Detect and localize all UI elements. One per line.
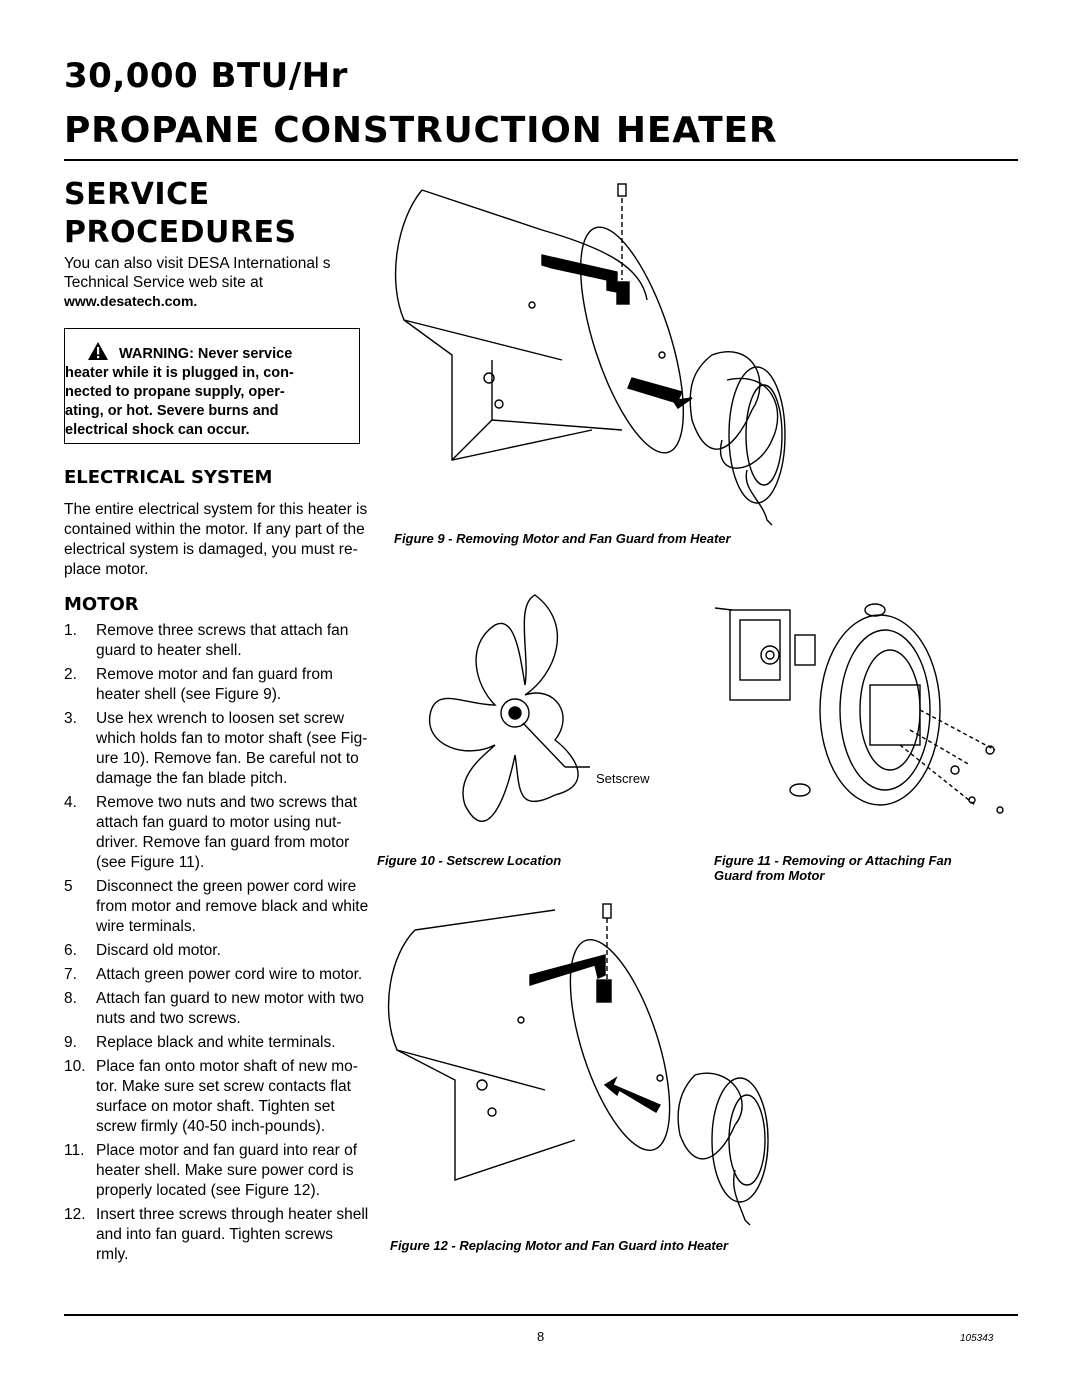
step-text-line: screw firmly (40-50 inch-pounds). bbox=[96, 1118, 326, 1135]
step-text-line: Discard old motor. bbox=[96, 942, 221, 959]
step-number: 8. bbox=[64, 990, 77, 1007]
electrical-system-heading: ELECTRICAL SYSTEM bbox=[64, 467, 273, 488]
figure-11-illustration bbox=[714, 603, 1004, 814]
step-text-line: Insert three screws through heater shell bbox=[96, 1206, 369, 1223]
motor-step: 2. Remove motor and fan guard from heater … bbox=[64, 665, 400, 705]
warning-line5: electrical shock can occur. bbox=[65, 422, 250, 438]
footer-rule bbox=[64, 1314, 1018, 1316]
step-text-line: guard to heater shell. bbox=[96, 642, 242, 659]
motor-step: 8. Attach fan guard to new motor with two… bbox=[64, 989, 400, 1029]
step-number: 12. bbox=[64, 1206, 86, 1223]
step-number: 9. bbox=[64, 1034, 77, 1051]
motor-step: 9. Replace black and white terminals. bbox=[64, 1033, 400, 1053]
step-text-line: from motor and remove black and white bbox=[96, 898, 369, 915]
figure-9-caption: Figure 9 - Removing Motor and Fan Guard … bbox=[394, 531, 731, 546]
page-number: 8 bbox=[537, 1329, 545, 1344]
electrical-line4: place motor. bbox=[64, 561, 149, 578]
section-title-line2: PROCEDURES bbox=[64, 215, 297, 250]
step-text-line: which holds fan to motor shaft (see Fig- bbox=[96, 730, 368, 747]
figure-11-caption: Figure 11 - Removing or Attaching Fan Gu… bbox=[714, 853, 1019, 883]
step-text-line: rmly. bbox=[96, 1246, 129, 1263]
step-text-line: wire terminals. bbox=[96, 918, 196, 935]
figure-12-caption: Figure 12 - Replacing Motor and Fan Guar… bbox=[390, 1238, 729, 1253]
section-title-line1: SERVICE bbox=[64, 177, 210, 212]
step-text-line: damage the fan blade pitch. bbox=[96, 770, 288, 787]
motor-steps-list: 1. Remove three screws that attach fan gua… bbox=[64, 621, 400, 1269]
step-text-line: Disconnect the green power cord wire bbox=[96, 878, 357, 895]
warning-line3: nected to propane supply, oper- bbox=[65, 384, 285, 400]
warning-triangle-icon bbox=[87, 341, 109, 361]
figure-12-illustration bbox=[387, 903, 769, 1226]
motor-step: 12. Insert three screws through heater sh… bbox=[64, 1205, 400, 1265]
step-number: 3. bbox=[64, 710, 77, 727]
step-text-line: and into fan guard. Tighten screws bbox=[96, 1226, 333, 1243]
figure-11-caption-line1: Figure 11 - Removing or Attaching Fan bbox=[714, 853, 952, 868]
step-text-line: Attach green power cord wire to motor. bbox=[96, 966, 363, 983]
motor-step: 5 Disconnect the green power cord wire fro… bbox=[64, 877, 400, 937]
warning-box: WARNING: Never service heater while it i… bbox=[64, 328, 360, 444]
intro-paragraph: You can also visit DESA International s … bbox=[64, 254, 394, 311]
step-text-line: (see Figure 11). bbox=[96, 854, 205, 871]
step-number: 6. bbox=[64, 942, 77, 959]
step-text-line: ure 10). Remove fan. Be careful not to bbox=[96, 750, 359, 767]
figure-11-caption-line2: Guard from Motor bbox=[714, 868, 825, 883]
warning-line2: heater while it is plugged in, con- bbox=[65, 365, 294, 381]
document-title-line1: 30,000 BTU/Hr bbox=[64, 56, 348, 96]
step-text-line: heater shell. Make sure power cord is bbox=[96, 1162, 354, 1179]
step-text-line: Remove three screws that attach fan bbox=[96, 622, 349, 639]
electrical-line1: The entire electrical system for this he… bbox=[64, 501, 368, 518]
warning-label: WARNING: Never service bbox=[119, 346, 293, 362]
step-text-line: properly located (see Figure 12). bbox=[96, 1182, 321, 1199]
header-rule bbox=[64, 159, 1018, 161]
step-text-line: Attach fan guard to new motor with two bbox=[96, 990, 364, 1007]
warning-first-line: WARNING: Never service bbox=[65, 341, 347, 364]
step-text-line: surface on motor shaft. Tighten set bbox=[96, 1098, 335, 1115]
section-title: SERVICE PROCEDURES bbox=[64, 176, 297, 252]
motor-step: 6. Discard old motor. bbox=[64, 941, 400, 961]
intro-line2: Technical Service web site at bbox=[64, 274, 264, 291]
step-number: 11. bbox=[64, 1142, 85, 1159]
electrical-line3: electrical system is damaged, you must r… bbox=[64, 541, 358, 558]
motor-step: 11. Place motor and fan guard into rear o… bbox=[64, 1141, 400, 1201]
website-link[interactable]: www.desatech.com. bbox=[64, 293, 198, 309]
motor-step: 3. Use hex wrench to loosen set screw whic… bbox=[64, 709, 400, 789]
step-number: 7. bbox=[64, 966, 77, 983]
step-text-line: Remove motor and fan guard from bbox=[96, 666, 333, 683]
step-text-line: Replace black and white terminals. bbox=[96, 1034, 336, 1051]
step-text-line: driver. Remove fan guard from motor bbox=[96, 834, 350, 851]
warning-text: WARNING: Never service heater while it i… bbox=[65, 341, 347, 440]
step-number: 10. bbox=[64, 1058, 86, 1075]
step-text-line: Place motor and fan guard into rear of bbox=[96, 1142, 358, 1159]
figure-10-caption: Figure 10 - Setscrew Location bbox=[377, 853, 562, 868]
intro-line1: You can also visit DESA International s bbox=[64, 255, 331, 272]
motor-step: 7. Attach green power cord wire to motor. bbox=[64, 965, 400, 985]
step-number: 1. bbox=[64, 622, 77, 639]
step-text-line: Use hex wrench to loosen set screw bbox=[96, 710, 345, 727]
electrical-system-paragraph: The entire electrical system for this he… bbox=[64, 500, 404, 580]
motor-step: 10. Place fan onto motor shaft of new mo-… bbox=[64, 1057, 400, 1137]
figure-9-illustration bbox=[394, 183, 786, 526]
step-text-line: Remove two nuts and two screws that bbox=[96, 794, 358, 811]
figure-10-illustration bbox=[429, 594, 590, 822]
electrical-line2: contained within the motor. If any part … bbox=[64, 521, 365, 538]
step-text-line: heater shell (see Figure 9). bbox=[96, 686, 282, 703]
step-text-line: attach fan guard to motor using nut- bbox=[96, 814, 342, 831]
document-title-line2: PROPANE CONSTRUCTION HEATER bbox=[64, 110, 778, 151]
step-number: 4. bbox=[64, 794, 77, 811]
step-text-line: tor. Make sure set screw contacts flat bbox=[96, 1078, 351, 1095]
step-number: 2. bbox=[64, 666, 77, 683]
setscrew-label: Setscrew bbox=[596, 771, 650, 786]
step-text-line: Place fan onto motor shaft of new mo- bbox=[96, 1058, 358, 1075]
step-text-line: nuts and two screws. bbox=[96, 1010, 241, 1027]
motor-step: 4. Remove two nuts and two screws that att… bbox=[64, 793, 400, 873]
document-code: 105343 bbox=[960, 1333, 994, 1344]
motor-step: 1. Remove three screws that attach fan gua… bbox=[64, 621, 400, 661]
motor-heading: MOTOR bbox=[64, 594, 139, 615]
step-number: 5 bbox=[64, 878, 73, 895]
warning-line4: ating, or hot. Severe burns and bbox=[65, 403, 279, 419]
